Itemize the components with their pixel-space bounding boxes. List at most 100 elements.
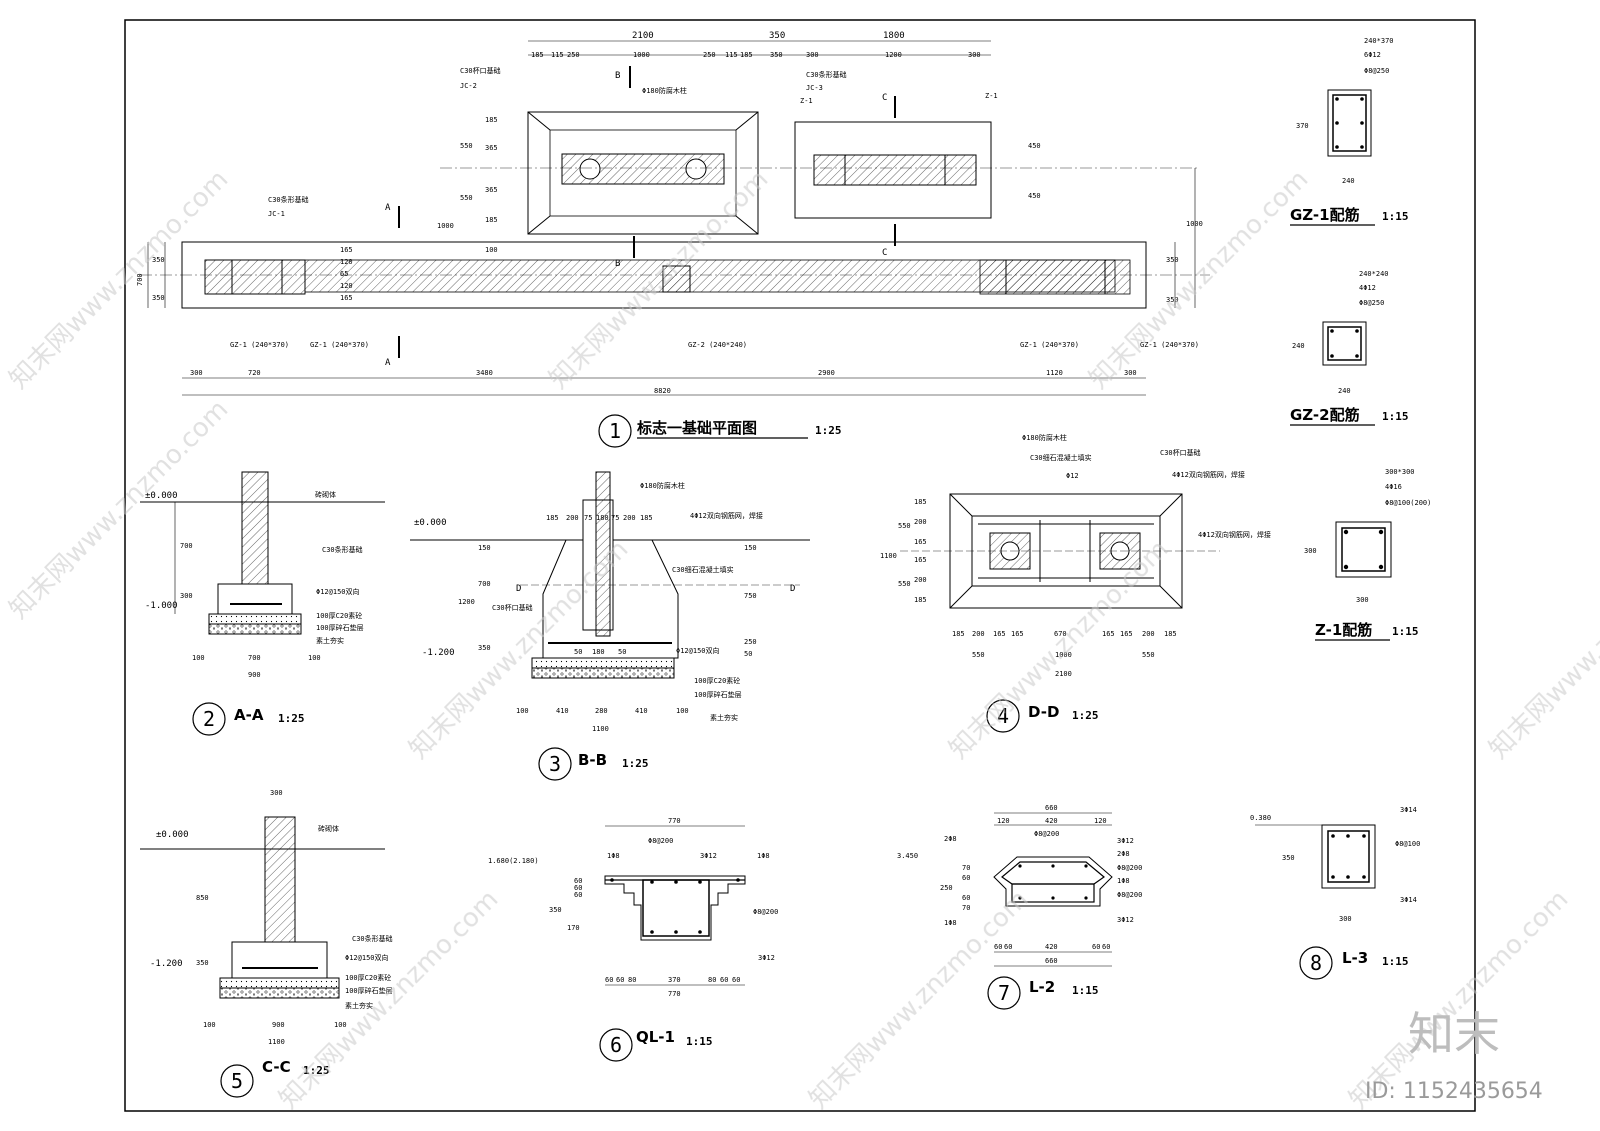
cc-level0: ±0.000 <box>156 830 189 840</box>
z1-label-left: Z-1 <box>800 97 813 105</box>
bb-soil: 素土夯实 <box>710 713 738 722</box>
dd-found: C30杯口基础 <box>1160 448 1201 457</box>
cc-dim-1: 850 <box>196 894 209 902</box>
jc2-code: JC-2 <box>460 82 477 90</box>
gz2-h: 240 <box>1292 342 1305 350</box>
gz2-tag: GZ-2 (240*240) <box>688 341 747 349</box>
ql1-r2: Φ8@200 <box>648 837 673 845</box>
dim-top-2: 1800 <box>883 31 905 41</box>
column-z1: 300*300 4Φ16 Φ8@100(200) 300 300 Z-1配筋 1… <box>1304 468 1431 641</box>
brand-logo: 知末 <box>1408 1007 1500 1061</box>
jc3-code: JC-3 <box>806 84 823 92</box>
watermark-8: 知末网www.znzmo.com <box>274 884 505 1115</box>
plan-title: 标志一基础平面图 <box>636 419 757 437</box>
dd-bdim-7: 200 <box>1142 630 1155 638</box>
gz1-stirrup: Φ8@250 <box>1364 67 1389 75</box>
aa-dim-4: 100 <box>308 654 321 662</box>
bb-title: B-B <box>578 751 607 769</box>
section-mark-c-bottom: C <box>882 248 887 258</box>
dim-bottom-5: 300 <box>1124 369 1137 377</box>
gz2-scale: 1:15 <box>1382 410 1409 423</box>
aa-dim-5: 900 <box>248 671 261 679</box>
dim-sub-7: 350 <box>770 51 783 59</box>
bb-topdim-0: 185 <box>546 514 559 522</box>
ql1-bd-4: 80 <box>708 976 716 984</box>
dim-inner-0: 165 <box>340 246 353 254</box>
beam-l3: 0.380 3Φ14 Φ8@100 3Φ14 350 300 8 L-3 1:1… <box>1250 806 1420 980</box>
section-mark-b-bottom: B <box>615 259 620 269</box>
dd-bdim-4: 670 <box>1054 630 1067 638</box>
aa-level0: ±0.000 <box>145 491 178 501</box>
ql1-number: 6 <box>610 1033 622 1057</box>
l2-ld-3: 60 <box>962 894 970 902</box>
l2-r4: Φ8@200 <box>1117 864 1142 872</box>
ql1-bd-5: 60 <box>720 976 728 984</box>
l2-bd-2: 420 <box>1045 943 1058 951</box>
dim-right-1: 350 <box>1166 256 1179 264</box>
sheet-border <box>124 19 1476 1112</box>
bb-scale: 1:25 <box>622 757 649 770</box>
ql1-total: 770 <box>668 990 681 998</box>
gz2-main: 4Φ12 <box>1359 284 1376 292</box>
bb-topdim-1: 200 <box>566 514 579 522</box>
z1-h: 300 <box>1304 547 1317 555</box>
dim-jc3-1: 450 <box>1028 192 1041 200</box>
dd-ldim-1: 550 <box>898 522 911 530</box>
jc2-label: C30杯口基础 <box>460 66 501 75</box>
dim-jc2-3: 365 <box>485 144 498 152</box>
bb-level0: ±0.000 <box>414 518 447 528</box>
dim-top-1: 350 <box>769 31 785 41</box>
dim-inner-4: 165 <box>340 294 353 302</box>
ql1-r5: Φ8@200 <box>753 908 778 916</box>
dim-total: 8820 <box>654 387 671 395</box>
dd-b2-0: 550 <box>972 651 985 659</box>
column-gz2: 240*240 4Φ12 Φ8@250 240 240 GZ-2配筋 1:15 <box>1290 270 1409 426</box>
dd-ldim-6: 165 <box>914 556 927 564</box>
l3-stirrup: Φ8@100 <box>1395 840 1420 848</box>
bb-found: C30杯口基础 <box>492 603 533 612</box>
cc-scale: 1:25 <box>303 1064 330 1077</box>
section-a-a: ±0.000 -1.000 砖砌体 C30条形基础 Φ12@150双向 100厚… <box>140 471 385 736</box>
dim-jc2-5: 185 <box>485 216 498 224</box>
l2-r3: 2Φ8 <box>1117 850 1130 858</box>
ql1-ld-0: 60 <box>574 877 582 885</box>
bb-post: Φ180防腐木柱 <box>640 481 685 490</box>
l2-bd-0: 60 <box>994 943 1002 951</box>
dd-ldim-8: 185 <box>914 596 927 604</box>
ql1-r4: 1Φ8 <box>757 852 770 860</box>
l2-td-2: 120 <box>1094 817 1107 825</box>
aa-soil: 素土夯实 <box>316 636 344 645</box>
dd-fill: C30细石混凝土填实 <box>1030 453 1092 462</box>
bb-level1: -1.200 <box>422 648 455 658</box>
dim-jc2-7: 100 <box>485 246 498 254</box>
l2-level: 3.450 <box>897 852 918 860</box>
bb-botdim-2: 280 <box>595 707 608 715</box>
l2-ld-4: 70 <box>962 904 970 912</box>
dim-sub-3: 1000 <box>633 51 650 59</box>
watermark-1: 知末网www.znzmo.com <box>4 164 235 395</box>
l2-ld-0: 70 <box>962 864 970 872</box>
l3-number: 8 <box>1310 951 1322 975</box>
cc-title: C-C <box>262 1058 291 1076</box>
gz1-tag-d: GZ-1 (240*370) <box>1140 341 1199 349</box>
bb-leftdim-3: 350 <box>478 644 491 652</box>
aa-dim-2: 100 <box>192 654 205 662</box>
z1-w: 300 <box>1356 596 1369 604</box>
l2-bd-3: 60 <box>1092 943 1100 951</box>
cc-number: 5 <box>231 1069 243 1093</box>
dd-rebar: Φ12 <box>1066 472 1079 480</box>
dd-bdim-1: 200 <box>972 630 985 638</box>
dd-ldim-2: 550 <box>898 580 911 588</box>
cc-dim-6: 1100 <box>268 1038 285 1046</box>
ql1-ld-4: 170 <box>567 924 580 932</box>
jc1-code: JC-1 <box>268 210 285 218</box>
section-mark-b-top: B <box>615 71 620 81</box>
dim-sub-5: 115 <box>725 51 738 59</box>
plan-number: 1 <box>609 419 621 443</box>
bb-botdim-3: 410 <box>635 707 648 715</box>
dim-sub-2: 250 <box>567 51 580 59</box>
l3-w: 300 <box>1339 915 1352 923</box>
dd-ldim-5: 165 <box>914 538 927 546</box>
dim-left-0: 700 <box>136 273 144 286</box>
dim-bottom-0: 300 <box>190 369 203 377</box>
